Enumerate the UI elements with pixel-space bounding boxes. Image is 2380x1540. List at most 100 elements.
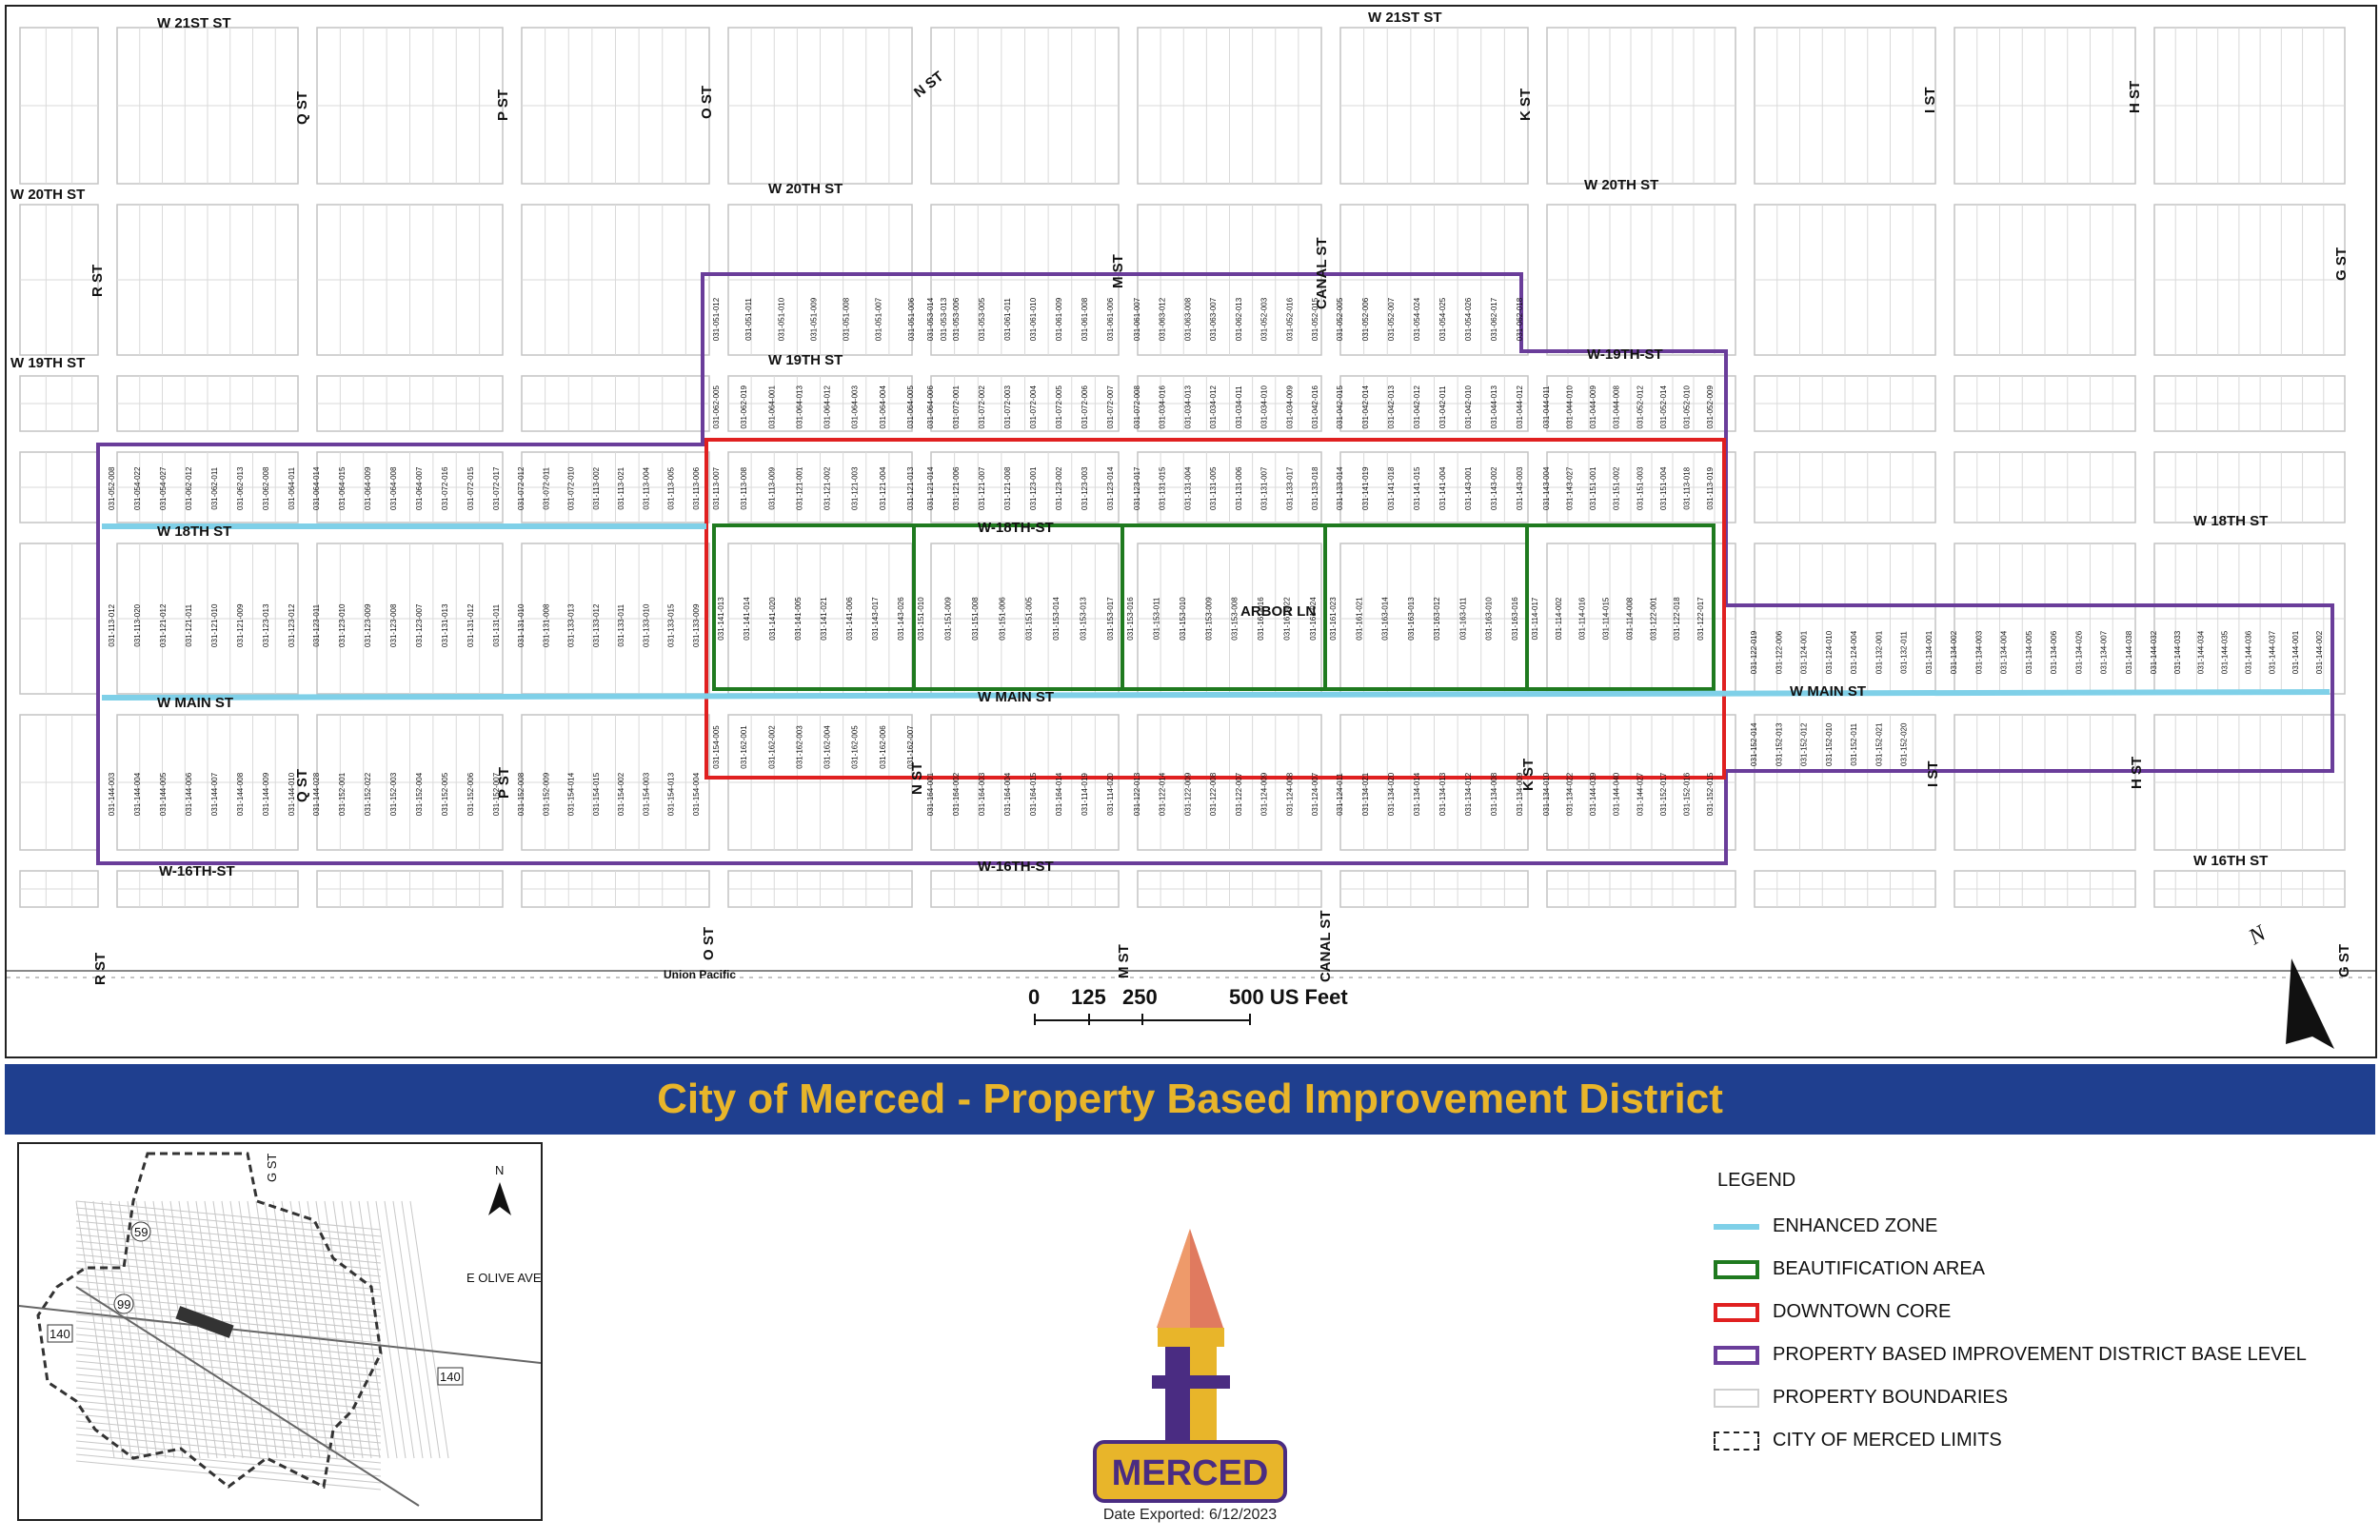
north-label: N: [2244, 920, 2271, 951]
parcel-label: 031-144-039: [1589, 772, 1597, 816]
parcel-label: 031-062-013: [1235, 297, 1243, 341]
street-w20th-right: W 20TH ST: [1584, 177, 1658, 193]
legend-swatch-property: [1714, 1389, 1759, 1408]
parcel-label: 031-131-004: [1183, 466, 1192, 510]
parcel-label: 031-072-004: [1029, 385, 1038, 429]
parcel-label: 031-072-001: [952, 385, 961, 429]
parcel-label: 031-054-024: [1413, 297, 1421, 341]
parcel-label: 031-152-020: [1900, 722, 1909, 766]
inset-street: [247, 1200, 287, 1459]
inset-street: [358, 1200, 398, 1459]
parcel-label: 031-064-007: [415, 466, 424, 510]
parcel-label: 031-162-002: [767, 725, 776, 769]
parcel-label: 031-054-025: [1438, 297, 1447, 341]
parcel-label: 031-064-015: [338, 466, 347, 510]
parcel-label: 031-113-021: [617, 466, 625, 509]
inset-street: [75, 1200, 382, 1231]
street-w20th-mid: W 20TH ST: [768, 181, 843, 197]
street-w16th-right: W 16TH ST: [2193, 853, 2268, 869]
inset-street: [255, 1200, 295, 1459]
street-wmain-mid: W MAIN ST: [978, 689, 1054, 705]
downtown-core-boundary: [704, 438, 1726, 780]
parcel-label: 031-134-004: [2000, 630, 2009, 674]
inset-street: [75, 1400, 382, 1431]
parcel-label: 031-153-016: [1126, 597, 1135, 641]
parcel-label: 031-164-015: [1029, 772, 1038, 816]
parcel-label: 031-153-017: [1106, 597, 1115, 641]
street-h-st-bottom: H ST: [2129, 757, 2145, 789]
inset-street: [375, 1200, 415, 1459]
parcel-label: 031-162-006: [879, 725, 887, 769]
parcel-label: 031-113-018: [1682, 466, 1691, 509]
street-w20th-far-left: W 20TH ST: [10, 187, 85, 203]
parcel-label: 031-072-010: [567, 466, 576, 510]
parcel-label: 031-133-013: [567, 603, 576, 647]
parcel-label: 031-164-014: [1055, 772, 1063, 816]
parcel-label: 031-153-014: [1052, 597, 1061, 641]
parcel-label: 031-153-008: [1231, 597, 1240, 641]
street-w19th-left: W 19TH ST: [10, 355, 85, 371]
parcel-label: 031-064-014: [312, 466, 321, 510]
parcel-label: 031-164-001: [926, 772, 935, 816]
parcel-label: 031-144-033: [2173, 630, 2182, 674]
parcel-label: 031-122-008: [1209, 772, 1218, 816]
parcel-label: 031-131-011: [492, 603, 501, 646]
legend-swatch-city-limits: [1714, 1431, 1759, 1451]
parcel-label: 031-052-008: [108, 466, 116, 510]
parcel-label: 031-072-011: [542, 466, 550, 509]
parcel-label: 031-042-011: [1438, 385, 1447, 428]
parcel-label: 031-062-018: [1516, 297, 1524, 341]
parcel-label: 031-154-014: [567, 772, 576, 816]
parcel-label: 031-141-018: [1387, 466, 1396, 510]
inset-street: [75, 1393, 382, 1424]
street-n-st-top: N ST: [911, 69, 946, 101]
parcel-label: 031-152-009: [542, 772, 550, 816]
parcel-label: 031-034-012: [1209, 385, 1218, 429]
pbid-boundary: [96, 272, 2334, 865]
north-arrow-icon: N: [2244, 920, 2334, 1049]
street-g-st-bottom: G ST: [2336, 944, 2352, 977]
parcel-label: 031-051-006: [907, 297, 916, 341]
scale-bar: 0 125 250 500 US Feet: [1028, 985, 1348, 1025]
parcel-label: 031-053-006: [952, 297, 961, 341]
parcel-label: 031-134-005: [2025, 630, 2033, 674]
parcel-label: 031-122-001: [1649, 597, 1657, 641]
street-w21st-left: W 21ST ST: [157, 15, 231, 31]
parcel-label: 031-144-009: [262, 772, 270, 816]
parcel-label: 031-122-018: [1673, 597, 1681, 641]
street-g-st-top: G ST: [2333, 247, 2350, 281]
parcel-label: 031-113-007: [712, 466, 721, 509]
parcel-label: 031-154-015: [592, 772, 601, 816]
legend-label-property: PROPERTY BOUNDARIES: [1773, 1387, 2009, 1408]
street-wmain-left: W MAIN ST: [157, 695, 233, 711]
parcel-label: 031-114-015: [1602, 597, 1611, 640]
parcel-label: 031-064-003: [851, 385, 860, 429]
legend-beautification: BEAUTIFICATION AREA: [1714, 1254, 2361, 1285]
parcel-label: 031-151-001: [1589, 466, 1597, 510]
parcel-label: 031-114-020: [1106, 773, 1115, 816]
parcel-label: 031-121-012: [159, 603, 168, 647]
parcel-label: 031-144-005: [159, 772, 168, 816]
inset-street: [135, 1200, 175, 1459]
parcel-label: 031-051-007: [875, 297, 883, 341]
parcel-label: 031-123-001: [1029, 466, 1038, 510]
parcel-label: 031-114-019: [1081, 773, 1089, 816]
parcel-label: 031-162-003: [795, 725, 803, 769]
parcel-label: 031-134-007: [2100, 630, 2109, 674]
parcel-label: 031-064-012: [823, 385, 832, 429]
parcel-label: 031-113-002: [592, 466, 601, 509]
parcel-label: 031-113-006: [692, 466, 701, 509]
parcel-label: 031-121-002: [823, 466, 832, 510]
parcel-label: 031-143-004: [1542, 466, 1551, 510]
parcel-label: 031-141-006: [845, 597, 854, 641]
parcel-label: 031-064-005: [906, 385, 915, 429]
legend-property-boundaries: PROPERTY BOUNDARIES: [1714, 1383, 2361, 1413]
parcel-label: 031-151-010: [917, 597, 925, 641]
parcel-label: 031-114-016: [1578, 597, 1587, 640]
parcel-label: 031-144-004: [133, 772, 142, 816]
inset-street: [75, 1387, 382, 1417]
inset-street: [75, 1220, 382, 1251]
parcel-label: 031-151-009: [943, 597, 952, 641]
parcel-label: 031-144-008: [236, 772, 245, 816]
parcel-label: 031-133-012: [592, 603, 601, 647]
